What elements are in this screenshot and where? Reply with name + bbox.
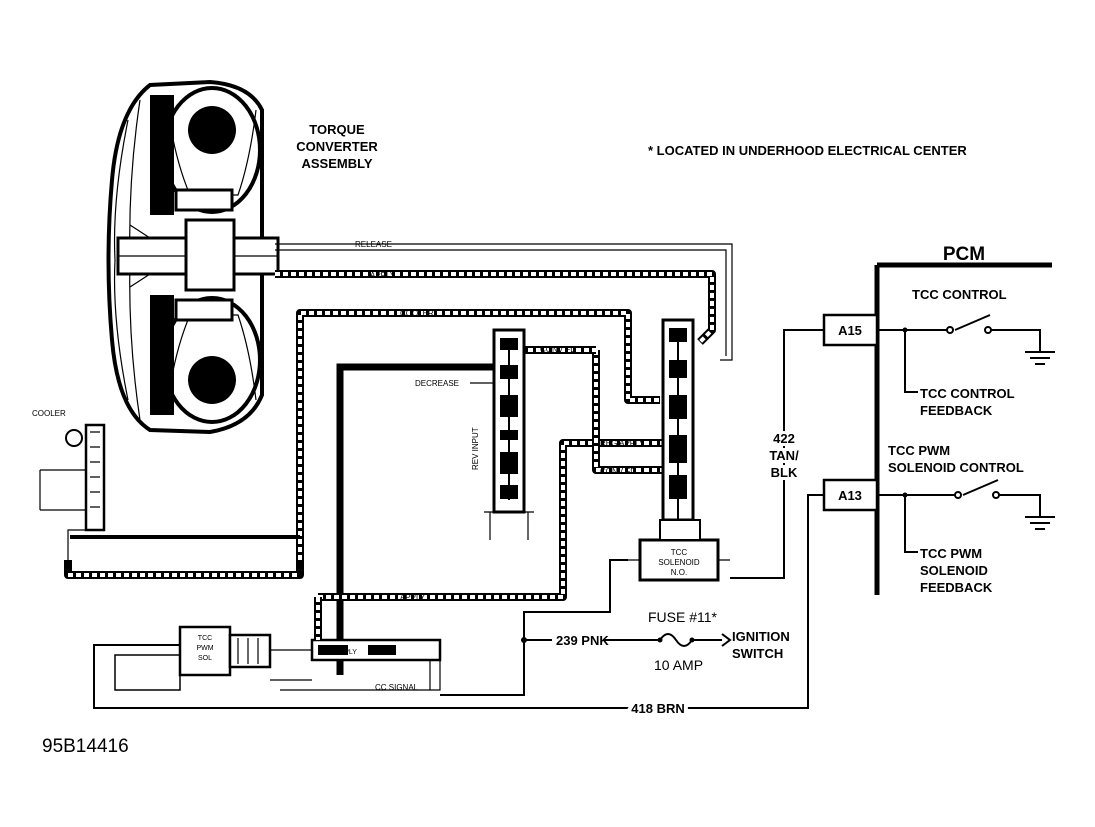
rel-apply-label: REL APPLY xyxy=(320,649,357,656)
wire-239-label: 239 PNK xyxy=(556,633,609,648)
tcc-pwm-sol-label-line3: SOL xyxy=(198,655,212,662)
cooler-assembly xyxy=(39,423,106,532)
fuse-amp-label: 10 AMP xyxy=(654,657,703,673)
converter-clutch-valve xyxy=(484,328,534,540)
location-note: * LOCATED IN UNDERHOOD ELECTRICAL CENTER xyxy=(648,143,967,158)
pin-a15-label: A15 xyxy=(838,323,862,338)
converter-label-line2: CONVERTER xyxy=(296,139,378,154)
decrease-label: DECREASE xyxy=(415,379,459,388)
ignition-switch-line2: SWITCH xyxy=(732,646,783,661)
cooler-left-label: COOLER xyxy=(32,409,66,418)
tcc-pwm-control-line2: SOLENOID CONTROL xyxy=(888,460,1024,475)
fuse-label: FUSE #11* xyxy=(648,609,718,625)
hydraulic-passages xyxy=(64,243,733,675)
figure-id: 95B14416 xyxy=(42,736,129,757)
tcc-solenoid-label-line2: SOLENOID xyxy=(658,558,700,567)
pcm-title: PCM xyxy=(943,244,985,265)
tcc-pwm-sol-label-line2: PWM xyxy=(196,645,213,652)
tcc-solenoid-label-line3: N.O. xyxy=(671,568,687,577)
wire-422-line3: BLK xyxy=(771,465,798,480)
wire-422-line1: 422 xyxy=(773,431,795,446)
pin-a13-label: A13 xyxy=(838,488,862,503)
tcc-pwm-feedback-line2: SOLENOID xyxy=(920,563,988,578)
apply-passage-label: APPLY xyxy=(370,271,396,280)
apply-lower-label: APPLY xyxy=(400,593,426,602)
line-passage-label: LINE xyxy=(380,363,398,372)
release-passage-label: RELEASE xyxy=(355,240,392,249)
tcc-pwm-feedback-line1: TCC PWM xyxy=(920,546,982,561)
converter-label-line1: TORQUE xyxy=(309,122,365,137)
tcc-pwm-solenoid xyxy=(114,625,312,691)
rev-input-label: REV INPUT xyxy=(471,427,480,470)
electrical-wiring xyxy=(93,262,1055,709)
tcc-solenoid-label-line1: TCC xyxy=(671,548,688,557)
cc-signal-label: CC SIGNAL xyxy=(375,683,419,692)
conv-fd-label: CONV FD xyxy=(540,345,576,354)
tcc-control-label: TCC CONTROL xyxy=(912,287,1007,302)
tcc-pwm-sol-label-line1: TCC xyxy=(198,635,212,642)
wire-422-line2: TAN/ xyxy=(769,448,799,463)
tcc-control-feedback-line2: FEEDBACK xyxy=(920,403,993,418)
ignition-switch-line1: IGNITION xyxy=(732,629,790,644)
conv-fd-lower-label: CONV FD xyxy=(600,467,636,476)
tcc-pwm-control-line1: TCC PWM xyxy=(888,443,950,458)
tcc-control-feedback-line1: TCC CONTROL xyxy=(920,386,1015,401)
cooler-passage-label: COOLER xyxy=(400,309,434,318)
tcc-solenoid-valve xyxy=(628,318,730,582)
tcc-pwm-feedback-line3: FEEDBACK xyxy=(920,580,993,595)
pwm-valve-body xyxy=(280,597,442,691)
reg-apply-label: REG APPLY xyxy=(600,439,645,448)
converter-label-line3: ASSEMBLY xyxy=(301,156,372,171)
wire-418-label: 418 BRN xyxy=(631,701,684,716)
torque-converter-drawing xyxy=(106,79,280,435)
